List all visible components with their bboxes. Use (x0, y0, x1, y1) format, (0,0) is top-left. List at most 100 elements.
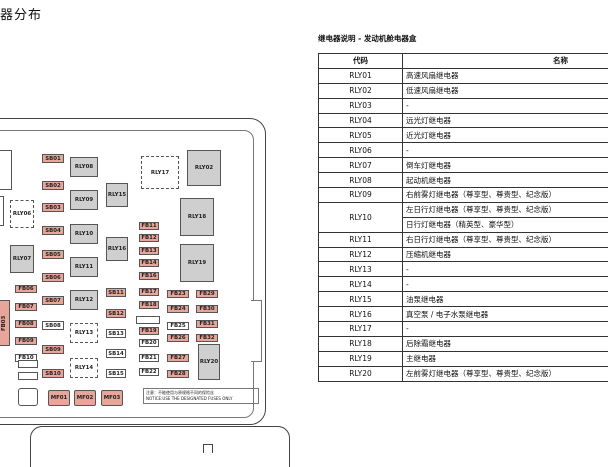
fuse-item-fb06: FB06 (15, 285, 37, 293)
fuse-item-sb07: SB07 (42, 296, 64, 305)
cell-code: RLY14 (319, 277, 403, 292)
table-title: 继电器说明 - 发动机舱电器盒 (318, 33, 416, 44)
cell-code: RLY19 (319, 351, 403, 366)
fuse-item-rly15: RLY15 (106, 183, 128, 207)
fuse-item-sb11: SB11 (106, 288, 126, 297)
cell-code: RLY13 (319, 262, 403, 277)
cell-name: - (403, 143, 608, 158)
fuse-item-fb14: FB14 (139, 259, 159, 267)
fuse-box-bottom-stub (203, 444, 213, 453)
cell-name: - (403, 98, 608, 113)
cell-code: RLY03 (319, 98, 403, 113)
cell-name: 近光灯继电器 (403, 128, 608, 143)
fuse-item-fb29: FB29 (196, 290, 218, 298)
fuse-item-mf02: MF02 (74, 390, 96, 406)
cell-code: RLY07 (319, 158, 403, 173)
table-row: RLY03- (319, 98, 608, 113)
cell-code: RLY06 (319, 143, 403, 158)
fuse-item-fb09: FB09 (15, 337, 37, 345)
cell-name: 右日行灯继电器（尊享型、尊贵型、纪念版） (403, 232, 608, 247)
fuse-item-mf01: MF01 (48, 390, 70, 406)
cell-code: RLY04 (319, 113, 403, 128)
fuse-item-mf03: MF03 (101, 390, 123, 406)
pin-fuse-2 (18, 360, 38, 368)
left-block-mid (0, 196, 4, 226)
fuse-item-sb14: SB14 (106, 349, 126, 358)
header-name: 名称 (403, 54, 608, 69)
cell-name: - (403, 322, 608, 337)
fuse-item-fb12: FB12 (139, 234, 159, 242)
fuse-item-fb32: FB32 (196, 334, 218, 342)
fuse-item-sb02: SB02 (42, 181, 64, 190)
fuse-item-rly07: RLY07 (10, 245, 34, 273)
fuse-item-sb10: SB10 (42, 369, 64, 378)
fuse-item-rly10: RLY10 (70, 224, 98, 244)
fuse-item-rly14: RLY14 (70, 358, 98, 378)
cell-code: RLY18 (319, 336, 403, 351)
fuse-item-fb26: FB26 (167, 334, 189, 342)
cell-name: 右前雾灯继电器（尊享型、尊贵型、纪念版） (403, 188, 608, 203)
fuse-item-sb05: SB05 (42, 250, 64, 259)
fuse-item-fb24: FB24 (167, 305, 189, 313)
cell-name: 压缩机继电器 (403, 247, 608, 262)
cell-code: RLY02 (319, 83, 403, 98)
fuse-item-fb11: FB11 (139, 222, 159, 230)
table-row: RLY13- (319, 262, 608, 277)
fuse-item-sb04: SB04 (42, 226, 64, 235)
cell-code: RLY09 (319, 188, 403, 203)
cell-code: RLY11 (319, 232, 403, 247)
pin-fuse-1 (136, 316, 160, 324)
notice-line-en: NOTICE:USE THE DESIGNATED FUSES ONLY (146, 396, 256, 402)
fuse-item-rly16: RLY16 (106, 237, 128, 261)
table-row: RLY17- (319, 322, 608, 337)
fuse-box-bottom-flange (30, 426, 290, 467)
table-row: RLY06- (319, 143, 608, 158)
fuse-item-sb15: SB15 (106, 369, 126, 378)
pin-fuse-3 (18, 372, 38, 380)
cell-code: RLY12 (319, 247, 403, 262)
fuse-item-sb13: SB13 (106, 329, 126, 338)
fuse-box-side-tab (251, 300, 262, 362)
cell-code: RLY16 (319, 307, 403, 322)
fuse-item-fb28: FB28 (167, 370, 189, 378)
fuse-item-fb08: FB08 (15, 320, 37, 328)
cell-name: 真空泵 / 电子水泵继电器 (403, 307, 608, 322)
fuse-item-fb19: FB19 (139, 327, 159, 335)
fuse-item-fb21: FB21 (139, 354, 159, 362)
page-title: 器分布 (0, 4, 42, 23)
fuse-item-rly02: RLY02 (187, 150, 221, 186)
fuse-item-fb16: FB16 (139, 272, 159, 280)
fuse-item-sb08: SB08 (42, 321, 64, 330)
fuse-item-sb06: SB06 (42, 273, 64, 282)
fuse-item-fb30: FB30 (196, 305, 218, 313)
header-code: 代码 (319, 54, 403, 69)
cell-code: RLY10 (319, 202, 403, 232)
cell-name: - (403, 262, 608, 277)
cell-name: 日行灯继电器（精英型、豪华型） (403, 217, 608, 232)
cell-name: 左日行灯继电器（尊享型、尊贵型、纪念版） (403, 202, 608, 217)
fuse-item-fb22: FB22 (139, 368, 159, 376)
fuse-item-fb20: FB20 (139, 339, 159, 347)
cell-name: 主继电器 (403, 351, 608, 366)
cell-name: 油泵继电器 (403, 292, 608, 307)
bottom-wide-block (18, 388, 38, 406)
fuse-item-fb03: FB03 (0, 300, 10, 346)
fuse-item-rly11: RLY11 (70, 257, 98, 277)
fuse-item-rly09: RLY09 (70, 190, 98, 210)
table-row: RLY14- (319, 277, 608, 292)
fuse-item-rly06: RLY06 (10, 200, 34, 228)
fuse-item-fb13: FB13 (139, 247, 159, 255)
table-header-row: 代码 名称 (319, 54, 608, 69)
cell-code: RLY08 (319, 173, 403, 188)
